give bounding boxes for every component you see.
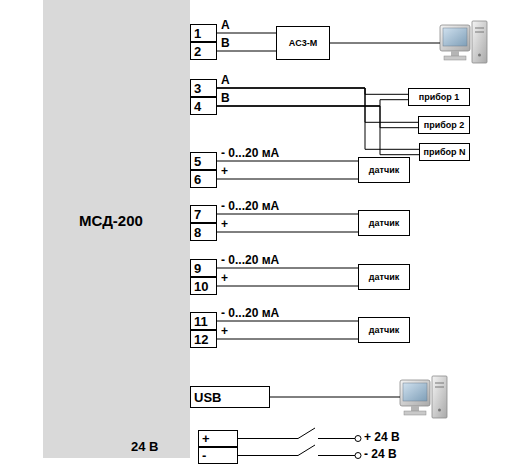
sensor-box: датчик <box>358 264 410 290</box>
signal-label: A <box>221 19 230 31</box>
terminal-box: 5 <box>190 152 217 170</box>
box-label: прибор N <box>423 148 465 157</box>
signal-wire <box>217 214 358 215</box>
signal-label: - 0...20 мА <box>221 307 279 319</box>
signal-wire <box>217 100 408 106</box>
signal-label: - 0...20 мА <box>221 254 279 266</box>
terminal-box: 8 <box>190 223 217 241</box>
box-label: прибор 1 <box>419 93 460 102</box>
terminal-label: 6 <box>194 173 201 186</box>
terminal-label: 9 <box>194 262 201 275</box>
computer-icon <box>440 21 487 63</box>
terminal-label: - <box>202 449 206 462</box>
signal-label: A <box>221 74 230 86</box>
terminal-box: 2 <box>190 42 217 60</box>
terminal-label: 11 <box>194 315 208 328</box>
computer-icon <box>400 376 447 418</box>
signal-label: - 0...20 мА <box>221 147 279 159</box>
box-label: датчик <box>369 326 399 335</box>
signal-wire <box>217 286 358 287</box>
signal-label: B <box>221 92 230 104</box>
device-name: МСД-200 <box>79 213 143 228</box>
device-box: прибор 2 <box>418 116 470 134</box>
terminal-label: 10 <box>194 280 208 293</box>
power-switch <box>238 428 361 459</box>
power-terminal: - <box>198 447 238 464</box>
signal-label: + <box>221 218 228 230</box>
signal-wire <box>217 88 408 94</box>
terminal-label: 8 <box>194 226 201 239</box>
sensor-box: датчик <box>358 210 410 236</box>
wire <box>330 43 440 44</box>
signal-label: + <box>221 272 228 284</box>
signal-wire <box>217 51 276 52</box>
device-panel: 123456789101112USB+-МСД-200 <box>43 0 190 458</box>
signal-label: - 0...20 мА <box>221 200 279 212</box>
terminal-label: + <box>202 432 210 445</box>
terminal-box: 12 <box>190 330 217 348</box>
signal-wire <box>217 339 358 340</box>
signal-wire <box>217 88 419 149</box>
terminal-label: 4 <box>194 100 201 113</box>
signal-label: B <box>221 37 230 49</box>
power-terminal: + <box>198 430 238 447</box>
terminal-label: 5 <box>194 155 201 168</box>
device-box: прибор 1 <box>408 88 470 106</box>
device-box: прибор N <box>419 143 470 161</box>
signal-wire <box>217 33 276 34</box>
usb-port: USB <box>190 386 270 408</box>
box-label: датчик <box>369 219 399 228</box>
sensor-box: датчик <box>358 157 410 183</box>
terminal-box: 9 <box>190 259 217 277</box>
terminal-box: 11 <box>190 312 217 330</box>
signal-wire <box>217 106 418 128</box>
wire <box>270 397 400 398</box>
signal-label: + <box>221 165 228 177</box>
terminal-label: 12 <box>194 333 208 346</box>
voltage-label: 24 В <box>131 440 158 453</box>
power-label: - 24 В <box>364 448 397 460</box>
power-label: + 24 В <box>364 431 400 443</box>
terminal-box: 3 <box>190 79 217 97</box>
signal-label: + <box>221 325 228 337</box>
sensor-box: датчик <box>358 317 410 343</box>
signal-wire <box>217 321 358 322</box>
terminal-box: 7 <box>190 205 217 223</box>
terminal-box: 6 <box>190 170 217 188</box>
box-label: датчик <box>369 273 399 282</box>
signal-wire <box>217 161 358 162</box>
converter-box: АС3-М <box>276 26 330 60</box>
terminal-label: 7 <box>194 208 201 221</box>
box-label: прибор 2 <box>424 121 465 130</box>
terminal-label: 3 <box>194 82 201 95</box>
signal-wire <box>217 232 358 233</box>
signal-wire <box>217 179 358 180</box>
terminal-label: 1 <box>194 27 201 40</box>
terminal-label: 2 <box>194 45 201 58</box>
signal-wire <box>217 268 358 269</box>
terminal-box: 10 <box>190 277 217 295</box>
box-label: АС3-М <box>289 39 317 48</box>
terminal-label: USB <box>194 391 221 404</box>
terminal-box: 1 <box>190 24 217 42</box>
signal-wire <box>217 88 418 122</box>
box-label: датчик <box>369 166 399 175</box>
terminal-box: 4 <box>190 97 217 115</box>
